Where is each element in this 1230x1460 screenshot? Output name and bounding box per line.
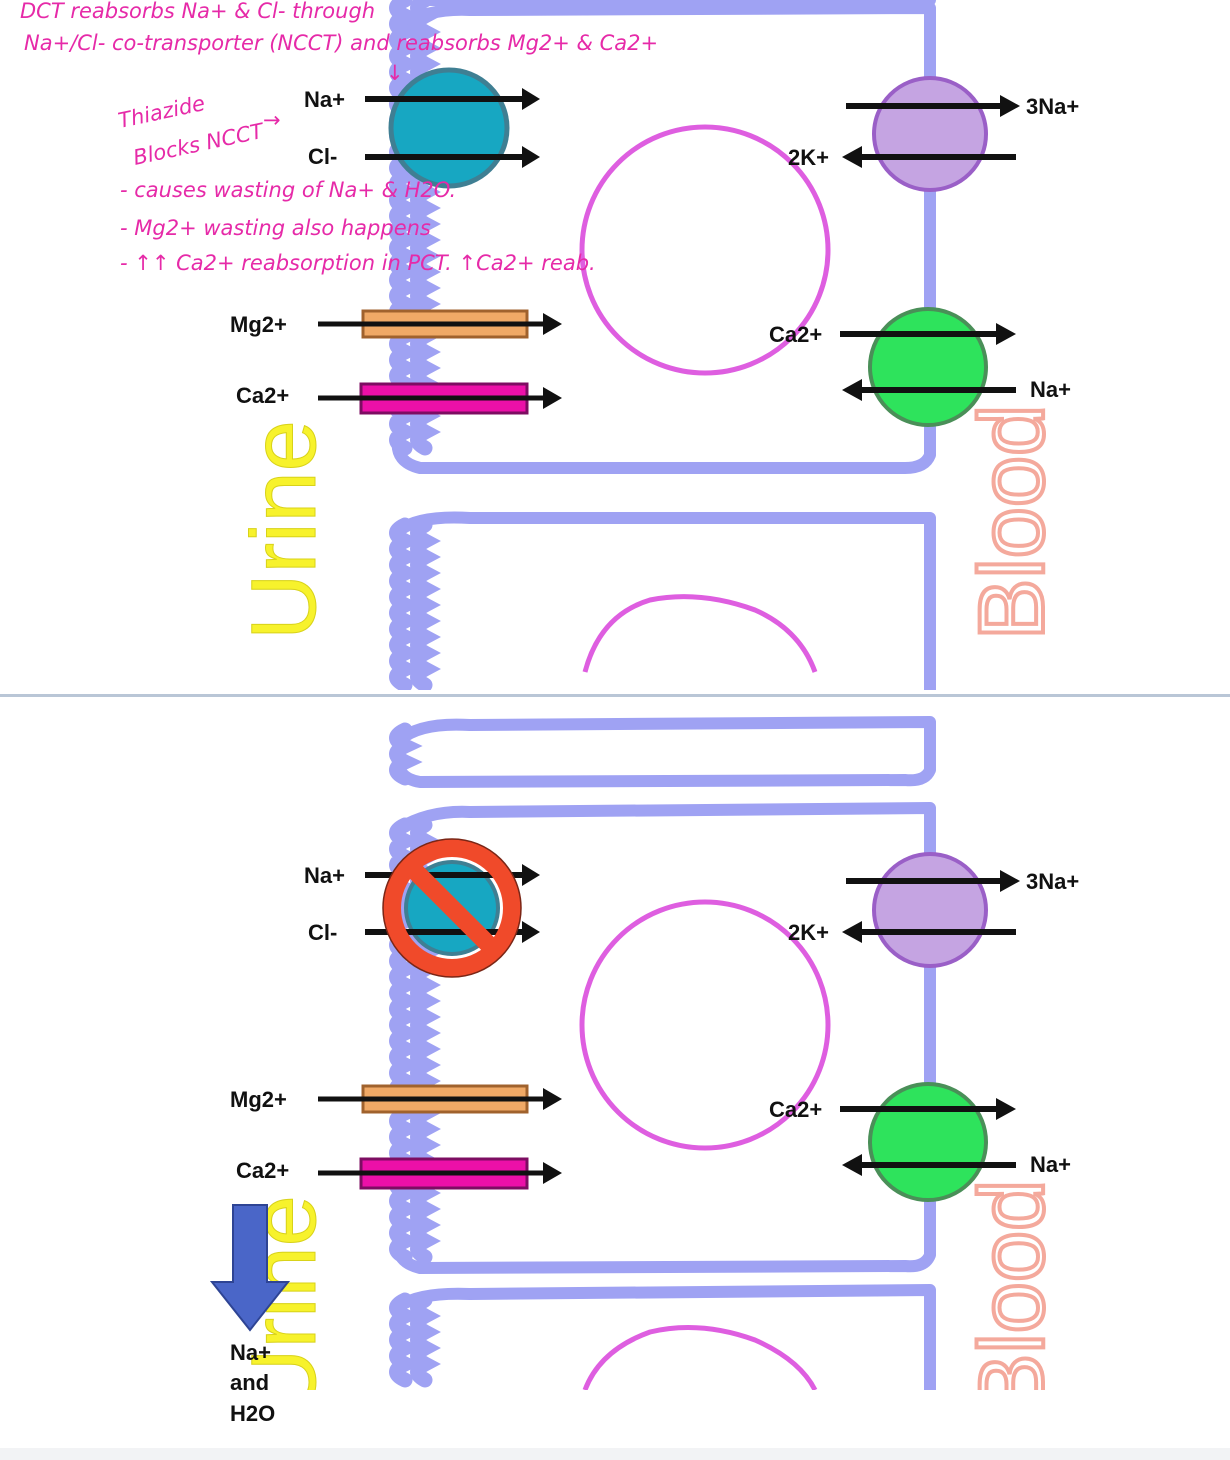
- prohibition-icon: [382, 838, 522, 978]
- note-pointer: →: [263, 108, 281, 132]
- na-k-arrows: [842, 95, 1020, 168]
- note-arrow-mark: ↓: [386, 61, 404, 85]
- label-3na-basolateral: 3Na+: [1026, 94, 1079, 119]
- ca-na-arrows: [840, 323, 1016, 401]
- nucleus-lower-cell: [582, 1325, 818, 1390]
- na-k-atpase: [872, 76, 988, 192]
- nucleus: [579, 899, 831, 1151]
- label-ca-apical: Ca2+: [236, 1158, 289, 1183]
- blood-label: Blood: [961, 1180, 1063, 1390]
- label-ca-basolateral: Ca2+: [769, 1097, 822, 1122]
- label-cl-apical: Cl-: [308, 144, 337, 169]
- note-bullet2: - Mg2+ wasting also happens: [120, 216, 431, 240]
- outflow-label-overflow: H2O: [230, 1401, 275, 1426]
- footer-strip: [0, 1448, 1230, 1460]
- down-arrow-icon: [209, 1204, 291, 1332]
- label-mg-apical: Mg2+: [230, 312, 287, 337]
- label-na-basolateral: Na+: [1030, 1152, 1071, 1177]
- label-mg-apical: Mg2+: [230, 1087, 287, 1112]
- ncct-arrows: [365, 88, 540, 168]
- blood-label: Blood: [961, 405, 1063, 640]
- ca-na-arrows: [840, 1098, 1016, 1176]
- ncct-transporter: [388, 67, 510, 189]
- ca-arrow: [318, 387, 562, 409]
- ca-na-exchanger: [868, 1082, 988, 1202]
- brush-border: [389, 722, 441, 1388]
- brush-border: [389, 0, 441, 690]
- top-cell-outline: [391, 716, 936, 788]
- note-line2: Na+/Cl- co-transporter (NCCT) and reabso…: [24, 31, 658, 55]
- label-3na-basolateral: 3Na+: [1026, 869, 1079, 894]
- note-bullet3: - ↑↑ Ca2+ reabsorption in PCT. ↑Ca2+ rea…: [120, 251, 596, 275]
- mg-arrow: [318, 1088, 562, 1110]
- ca-na-exchanger: [868, 307, 988, 427]
- nucleus-lower-cell: [582, 594, 818, 673]
- na-k-atpase: [872, 852, 988, 968]
- nucleus: [579, 124, 831, 376]
- lower-cell-outline: [394, 1284, 936, 1390]
- label-na-basolateral: Na+: [1030, 377, 1071, 402]
- panel-thiazide-blocked: Na+ Cl- Mg2+ Ca2+ 3Na+ 2K+ Ca2+ Na+ Urin…: [0, 700, 1230, 1390]
- label-na-apical: Na+: [304, 863, 345, 888]
- label-na-apical: Na+: [304, 87, 345, 112]
- panel-normal-dct: Na+ Cl- Mg2+ Ca2+ 3Na+ 2K+ Ca2+ Na+ Urin…: [0, 0, 1230, 690]
- outflow-label-h2o: H2O: [230, 1401, 275, 1426]
- dct-cell-diagram-normal: Na+ Cl- Mg2+ Ca2+ 3Na+ 2K+ Ca2+ Na+ Urin…: [20, 0, 1079, 690]
- lower-cell-outline: [394, 511, 936, 690]
- label-cl-apical: Cl-: [308, 920, 337, 945]
- dct-cell-diagram-blocked: Na+ Cl- Mg2+ Ca2+ 3Na+ 2K+ Ca2+ Na+ Urin…: [209, 716, 1079, 1390]
- note-thiazide: Thiazide: [116, 91, 207, 133]
- outflow-label-na: Na+: [230, 1340, 271, 1365]
- ca-arrow: [318, 1162, 562, 1184]
- urine-label: Urine: [233, 420, 335, 640]
- note-bullet1: - causes wasting of Na+ & H2O.: [120, 178, 456, 202]
- na-k-arrows: [842, 870, 1020, 943]
- label-ca-basolateral: Ca2+: [769, 322, 822, 347]
- label-2k-basolateral: 2K+: [788, 145, 829, 170]
- mg-arrow: [318, 313, 562, 335]
- cell-membrane: [391, 716, 936, 1390]
- label-2k-basolateral: 2K+: [788, 920, 829, 945]
- label-ca-apical: Ca2+: [236, 383, 289, 408]
- note-line1: DCT reabsorbs Na+ & Cl- through: [20, 0, 375, 23]
- panel-divider: [0, 694, 1230, 697]
- outflow-label-and: and: [230, 1370, 269, 1390]
